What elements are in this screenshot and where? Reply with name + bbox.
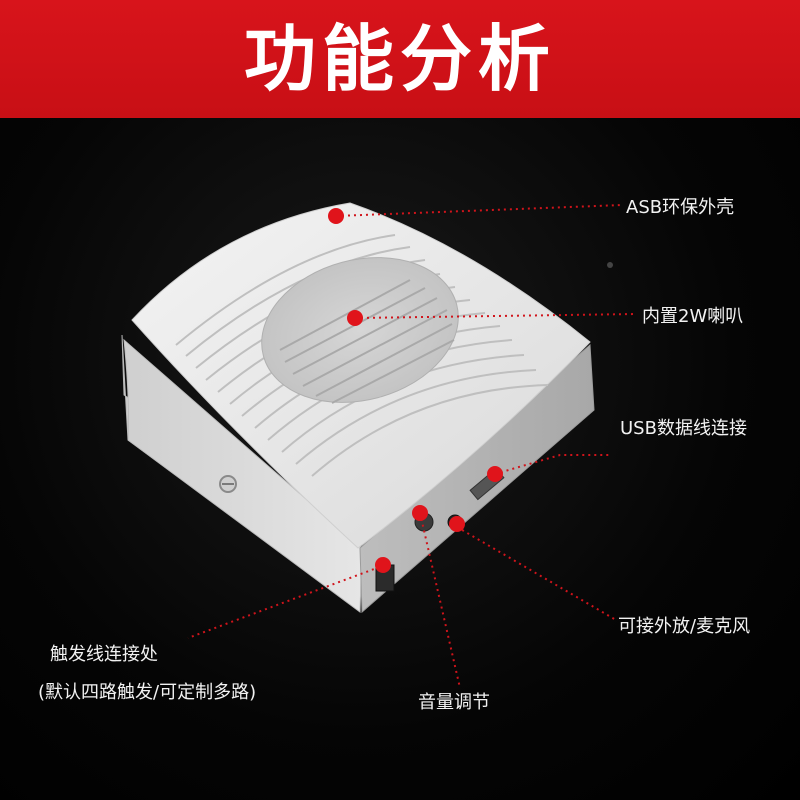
label-shell: ASB环保外壳 (626, 197, 735, 218)
marker-usb (487, 466, 503, 482)
case-front-face (123, 338, 363, 613)
label-usb: USB数据线连接 (620, 418, 747, 439)
label-volume: 音量调节 (418, 692, 490, 713)
callout-markers (328, 208, 503, 573)
header-banner (0, 0, 800, 118)
label-trigger-note: (默认四路触发/可定制多路) (38, 682, 257, 703)
marker-shell (328, 208, 344, 224)
speaker-grille (261, 257, 459, 403)
leader-lines (187, 204, 637, 689)
marker-speaker (347, 310, 363, 326)
marker-volume (412, 505, 428, 521)
page-title: 功能分析 (243, 17, 556, 101)
label-trigger: 触发线连接处 (50, 644, 158, 665)
label-speaker: 内置2W喇叭 (642, 306, 744, 327)
marker-trigger (375, 557, 391, 573)
marker-external (449, 516, 465, 532)
label-external: 可接外放/麦克风 (618, 616, 751, 637)
